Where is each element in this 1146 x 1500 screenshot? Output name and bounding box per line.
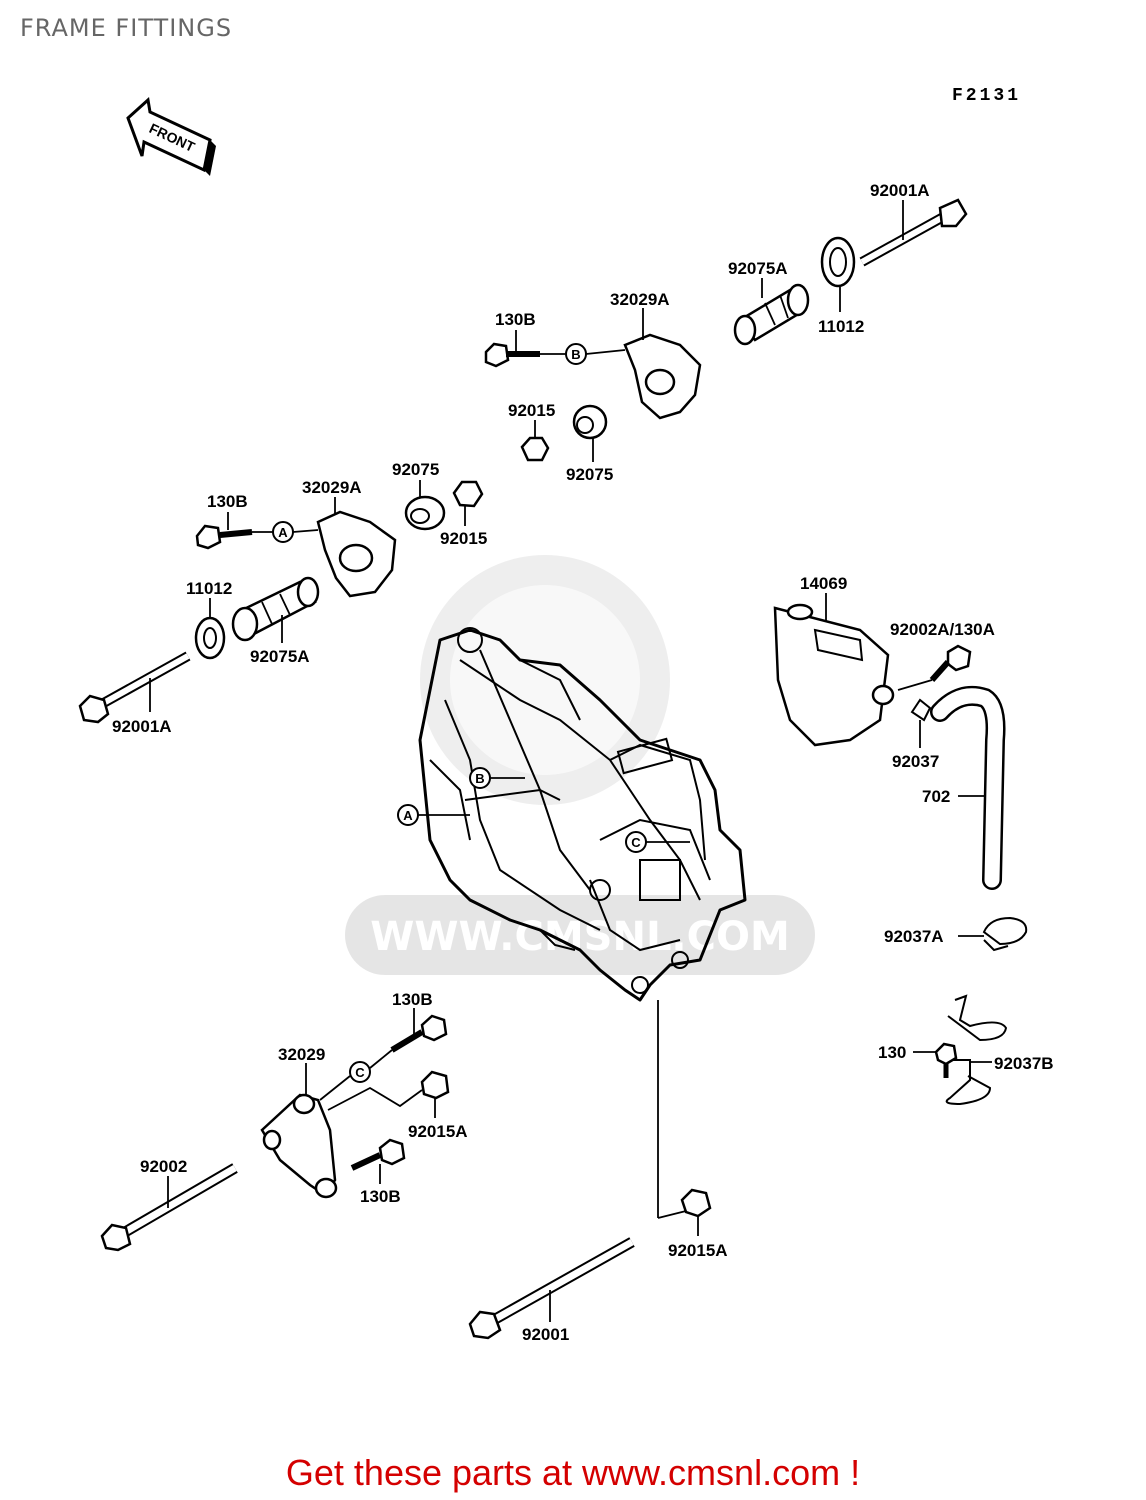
bolt-130-right: [934, 1042, 958, 1078]
label-92001A-left: 92001A: [112, 717, 172, 736]
label-92002: 92002: [140, 1157, 187, 1176]
nut-92015A-bottom: [680, 1188, 712, 1218]
label-92001A-top: 92001A: [870, 181, 930, 200]
label-92015A-bottom: 92015A: [668, 1241, 728, 1260]
bracket-32029A-left: [316, 510, 397, 598]
bracket-92037B: [945, 994, 1008, 1106]
label-92075A-top: 92075A: [728, 259, 788, 278]
svg-text:A: A: [403, 808, 413, 823]
svg-text:C: C: [355, 1065, 365, 1080]
front-arrow-icon: FRONT: [126, 97, 216, 176]
label-92075-mid: 92075: [566, 465, 613, 484]
bush-92075A-top: [733, 283, 810, 346]
bolt-130B-low1: [390, 1014, 448, 1053]
label-130B-low1: 130B: [392, 990, 433, 1009]
clamp-92037A: [982, 916, 1028, 952]
label-11012-top: 11012: [818, 317, 864, 336]
bolt-92001A-top: [859, 198, 968, 267]
callout-c-bottom: [349, 1061, 371, 1083]
label-92015-left: 92015: [440, 529, 487, 548]
bracket-32029A-top: [623, 333, 702, 420]
svg-text:B: B: [475, 771, 484, 786]
bolt-130B-low2: [350, 1138, 406, 1171]
nut-92015-mid: [520, 436, 550, 462]
bolt-130B-left: [195, 524, 253, 550]
label-92075A-left: 92075A: [250, 647, 310, 666]
bolt-92002: [100, 1163, 238, 1252]
watermark: WWW.CMSNL.COM: [345, 555, 815, 975]
bolt-92002A-130A: [929, 644, 972, 682]
bolt-92001: [468, 1237, 635, 1340]
label-130B-low2: 130B: [360, 1187, 401, 1206]
svg-text:B: B: [571, 347, 580, 362]
diagram-code: F2131: [952, 86, 1021, 106]
label-92075-left: 92075: [392, 460, 439, 479]
label-130B-top: 130B: [495, 310, 536, 329]
label-92015-mid: 92015: [508, 401, 555, 420]
label-32029A-left: 32029A: [302, 478, 362, 497]
nut-92015A-low: [420, 1070, 450, 1100]
label-702: 702: [922, 787, 950, 806]
label-14069: 14069: [800, 574, 847, 593]
reservoir-14069: [773, 603, 895, 747]
label-92015A-low: 92015A: [408, 1122, 468, 1141]
bolt-92001A-left: [78, 651, 191, 724]
nut-92015-left: [452, 480, 484, 508]
label-92002A-130A: 92002A/130A: [890, 620, 995, 639]
clip-92037: [910, 698, 932, 722]
bracket-32029: [260, 1093, 338, 1199]
footer-promo: Get these parts at www.cmsnl.com !: [285, 1452, 861, 1493]
label-32029: 32029: [278, 1045, 325, 1064]
label-11012-left: 11012: [186, 579, 232, 598]
label-92001: 92001: [522, 1325, 569, 1344]
label-92037B: 92037B: [994, 1054, 1054, 1073]
page-title: FRAME FITTINGS: [20, 14, 233, 42]
label-130B-left: 130B: [207, 492, 248, 511]
callout-b-frame: [469, 767, 491, 789]
parts-diagram: WWW.CMSNL.COM F2131 FRONT B A C: [78, 86, 1054, 1344]
frame: [418, 627, 747, 1002]
label-92037: 92037: [892, 752, 939, 771]
watermark-text: WWW.CMSNL.COM: [370, 914, 790, 960]
callout-a-frame: [397, 804, 419, 826]
bush-92075A-left: [231, 576, 320, 642]
bolt-130B-top: [484, 342, 540, 368]
svg-text:C: C: [631, 835, 641, 850]
label-32029A-top: 32029A: [610, 290, 670, 309]
label-92037A: 92037A: [884, 927, 944, 946]
callout-c-frame: [625, 831, 647, 853]
svg-text:A: A: [278, 525, 288, 540]
label-130: 130: [878, 1043, 906, 1062]
